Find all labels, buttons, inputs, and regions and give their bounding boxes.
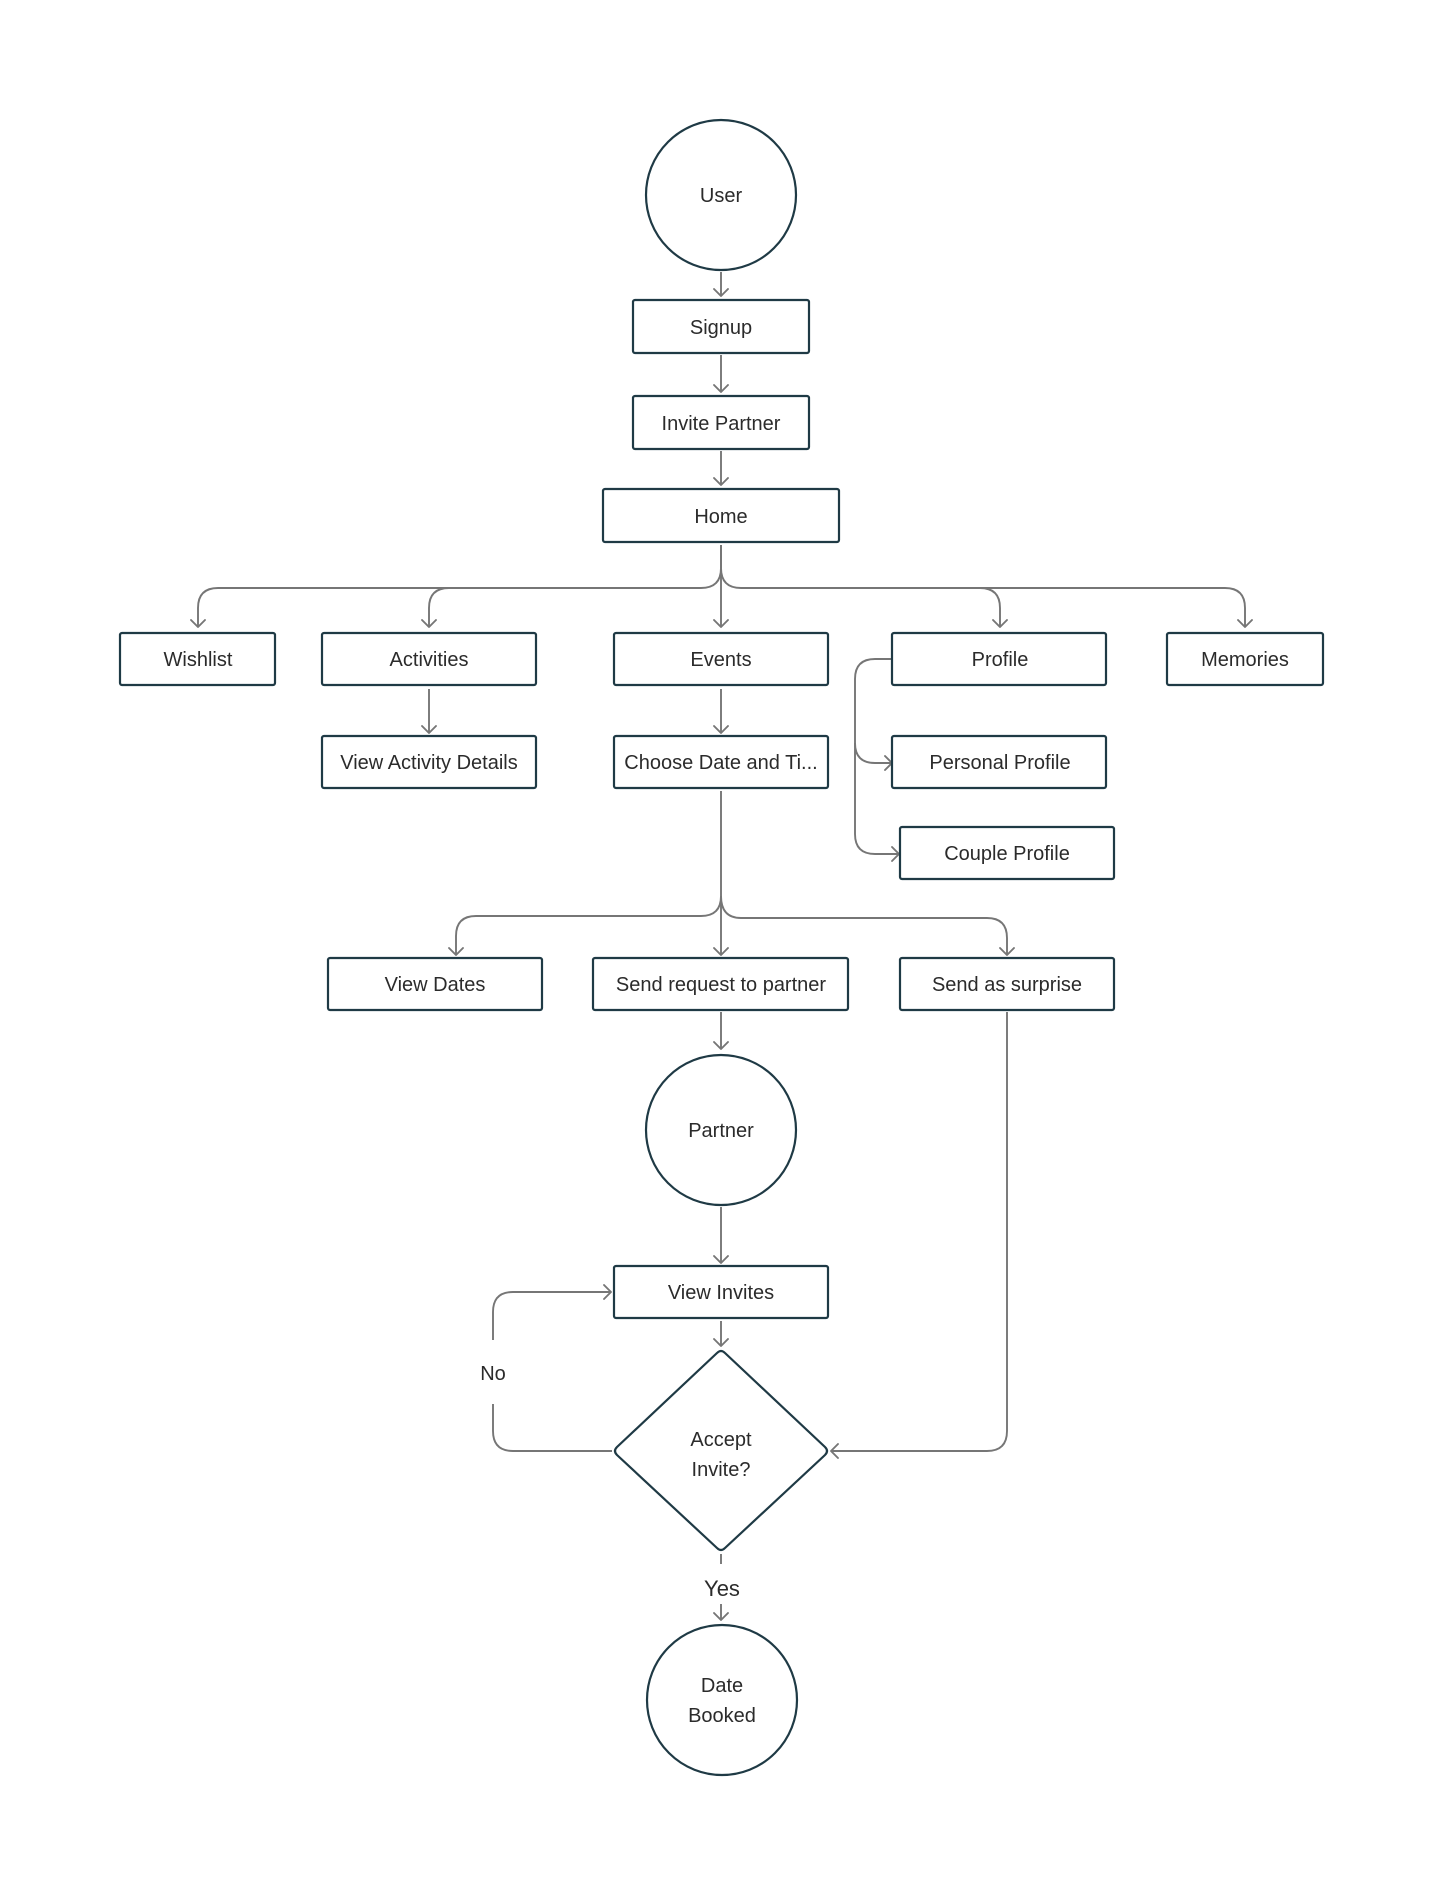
node-activities-shape (320, 631, 538, 687)
arrowhead (713, 1041, 729, 1050)
arrowhead (999, 947, 1015, 956)
node-view-activity-details-label: View Activity Details (340, 752, 517, 774)
arrowhead (713, 725, 729, 734)
edge-profile-personal (854, 658, 892, 764)
node-send-request-label: Send request to partner (616, 974, 826, 996)
node-accept-invite: Accept Invite? (613, 1349, 829, 1552)
node-personal-profile-shape (890, 734, 1108, 790)
edge-no-loop-upper (492, 1291, 611, 1340)
node-activities-label: Activities (390, 649, 469, 671)
node-personal-profile: Personal Profile (890, 734, 1108, 790)
node-user-label: User (700, 185, 743, 207)
node-view-invites-shape (612, 1264, 830, 1320)
arrowhead (713, 1612, 729, 1621)
edge-no-loop (492, 1404, 612, 1452)
yes-label: Yes (704, 1576, 740, 1601)
node-home-label: Home (694, 506, 747, 528)
arrowhead (713, 947, 729, 956)
edge-surprise-accept (831, 1012, 1008, 1452)
node-send-surprise-label: Send as surprise (932, 974, 1082, 996)
node-memories-label: Memories (1201, 649, 1289, 671)
arrowhead (603, 1284, 612, 1300)
arrowhead (992, 619, 1008, 628)
edge-home-profile (979, 587, 1001, 627)
node-choose-date-time: Choose Date and Ti... (612, 734, 830, 790)
node-partner-label: Partner (688, 1120, 754, 1142)
edge-home-activities (428, 587, 450, 627)
node-signup-shape (631, 298, 811, 355)
arrowhead (713, 619, 729, 628)
node-personal-profile-label: Personal Profile (929, 752, 1070, 774)
node-user: User (644, 118, 798, 272)
node-events: Events (612, 631, 830, 687)
node-send-surprise: Send as surprise (898, 956, 1116, 1012)
node-couple-profile-label: Couple Profile (944, 843, 1070, 865)
node-wishlist: Wishlist (118, 631, 277, 687)
node-couple-profile-shape (898, 825, 1116, 881)
node-activities: Activities (320, 631, 538, 687)
node-partner-shape (644, 1053, 798, 1207)
node-invite-partner-shape (631, 394, 811, 451)
node-date-booked-label-line2: Booked (688, 1705, 756, 1727)
node-signup-label: Signup (690, 317, 752, 339)
no-label: No (480, 1363, 506, 1385)
node-home-shape (601, 487, 841, 544)
arrowhead (190, 619, 206, 628)
node-view-dates-label: View Dates (385, 974, 486, 996)
node-accept-invite-label-line2: Invite? (692, 1459, 751, 1481)
node-profile-label: Profile (972, 649, 1029, 671)
node-send-request: Send request to partner (591, 956, 850, 1012)
node-date-booked-shape (645, 1623, 799, 1777)
arrowhead (713, 288, 729, 297)
node-wishlist-label: Wishlist (164, 649, 233, 671)
node-accept-invite-label-line1: Accept (690, 1429, 752, 1451)
node-view-activity-details: View Activity Details (320, 734, 538, 790)
arrowhead (713, 1338, 729, 1347)
node-invite-partner: Invite Partner (631, 394, 811, 451)
node-memories: Memories (1165, 631, 1325, 687)
node-memories-shape (1165, 631, 1325, 687)
node-view-activity-details-shape (320, 734, 538, 790)
node-partner: Partner (644, 1053, 798, 1207)
node-send-request-shape (591, 956, 850, 1012)
edge-profile-couple (854, 743, 899, 855)
node-choose-date-time-shape (612, 734, 830, 790)
node-couple-profile: Couple Profile (898, 825, 1116, 881)
node-accept-invite-shape (613, 1349, 829, 1552)
edge-home-branch-left (197, 545, 722, 627)
arrowhead (830, 1443, 839, 1459)
edge-choose-branch-left (455, 791, 722, 955)
arrowhead (713, 1255, 729, 1264)
arrowhead (713, 477, 729, 486)
node-view-invites-label: View Invites (668, 1282, 774, 1304)
node-events-label: Events (690, 649, 751, 671)
node-invite-partner-label: Invite Partner (662, 413, 781, 435)
node-date-booked-label-line1: Date (701, 1675, 743, 1697)
edge-choose-branch-right (720, 895, 1008, 955)
arrowhead (421, 619, 437, 628)
arrowhead (713, 384, 729, 393)
node-user-shape (644, 118, 798, 272)
node-wishlist-shape (118, 631, 277, 687)
node-profile: Profile (890, 631, 1108, 687)
node-view-dates-shape (326, 956, 544, 1012)
node-send-surprise-shape (898, 956, 1116, 1012)
edge-home-branch-right (720, 567, 1246, 627)
node-date-booked: Date Booked (645, 1623, 799, 1777)
arrowhead (421, 725, 437, 734)
node-home: Home (601, 487, 841, 544)
node-view-dates: View Dates (326, 956, 544, 1012)
node-profile-shape (890, 631, 1108, 687)
node-events-shape (612, 631, 830, 687)
node-view-invites: View Invites (612, 1264, 830, 1320)
arrowhead (1237, 619, 1253, 628)
edges (190, 272, 1253, 1621)
node-choose-date-time-label: Choose Date and Ti... (624, 752, 817, 774)
arrowhead (448, 947, 464, 956)
node-signup: Signup (631, 298, 811, 355)
